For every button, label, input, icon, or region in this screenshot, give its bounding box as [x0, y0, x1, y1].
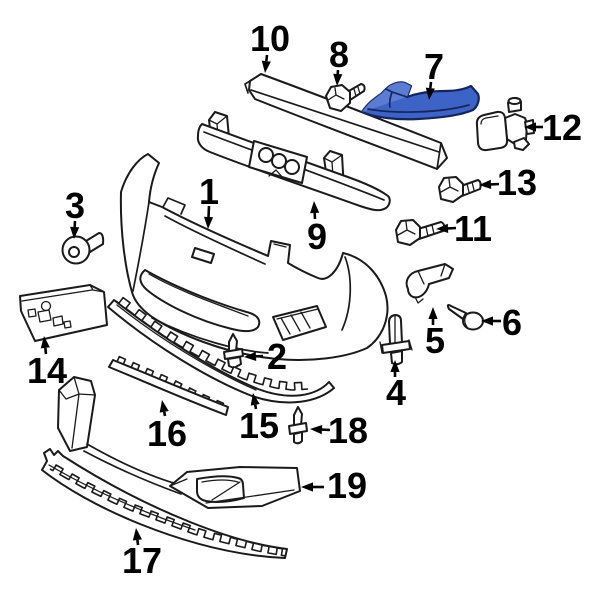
callout-arrow-head [310, 425, 323, 435]
part-6-pin-bolt[interactable] [446, 304, 484, 331]
callout-18[interactable]: 18 [310, 410, 368, 451]
part-number-label: 5 [425, 320, 445, 361]
callout-arrow-shaft [162, 411, 167, 417]
callout-arrow-head [428, 307, 438, 319]
part-15-molding[interactable] [107, 296, 335, 404]
callout-arrow-head [203, 216, 214, 229]
part-number-label: 15 [239, 405, 279, 446]
part-number-label: 1 [199, 171, 219, 212]
callout-arrow-shaft [136, 539, 140, 546]
callout-11[interactable]: 11 [436, 208, 492, 249]
callout-arrow-head [390, 360, 400, 372]
callout-arrow-head [425, 87, 435, 100]
part-3-bolt[interactable] [61, 232, 105, 265]
part-8-bolt[interactable] [325, 83, 366, 112]
callout-1[interactable]: 1 [199, 171, 219, 229]
callout-5[interactable]: 5 [425, 307, 445, 361]
part-number-label: 11 [454, 208, 492, 249]
callout-arrow-head [310, 201, 320, 214]
callout-16[interactable]: 16 [147, 400, 187, 454]
part-number-label: 13 [497, 162, 537, 203]
part-number-label: 10 [250, 18, 290, 59]
callout-arrow-head [481, 316, 493, 326]
callout-2[interactable]: 2 [244, 336, 287, 377]
callout-9[interactable]: 9 [307, 201, 327, 257]
part-number-label: 3 [65, 185, 85, 226]
callout-19[interactable]: 19 [301, 465, 367, 506]
part-number-label: 8 [329, 34, 349, 75]
callout-12[interactable]: 12 [524, 107, 582, 148]
part-19-fog-bezel[interactable] [169, 466, 301, 509]
callout-15[interactable]: 15 [239, 393, 279, 446]
part-number-label: 2 [267, 336, 287, 377]
callout-arrow-head [436, 223, 449, 233]
callout-arrow-head [524, 122, 536, 132]
callout-arrow-head [301, 482, 313, 492]
spoiler-end-cap[interactable] [57, 376, 185, 495]
part-14-license-bracket[interactable] [19, 284, 108, 342]
callout-arrow-shaft [265, 54, 269, 62]
callout-4[interactable]: 4 [386, 360, 406, 413]
part-number-label: 6 [502, 302, 522, 343]
part-number-label: 9 [307, 216, 327, 257]
part-number-label: 12 [542, 107, 582, 148]
callout-arrow-head [261, 60, 271, 73]
part-number-label: 19 [327, 465, 367, 506]
callout-arrow-shaft [253, 404, 258, 410]
callout-14[interactable]: 14 [27, 336, 67, 391]
part-number-label: 7 [424, 46, 444, 87]
part-4-stud[interactable] [379, 314, 413, 366]
callout-arrow-head [40, 336, 50, 349]
part-number-label: 17 [122, 540, 162, 581]
callout-arrow-shaft [429, 81, 433, 89]
part-13-bolt[interactable] [438, 176, 482, 203]
part-number-label: 16 [147, 413, 187, 454]
part-9-absorber[interactable] [196, 111, 391, 212]
callout-arrow-head [70, 226, 80, 239]
callout-8[interactable]: 8 [329, 34, 349, 86]
part-18-stud[interactable] [288, 406, 308, 445]
callout-arrow-head [244, 351, 257, 361]
part-17-air-spoiler[interactable] [41, 448, 288, 559]
part-10-impact-bar[interactable] [244, 73, 448, 170]
callout-7[interactable]: 7 [424, 46, 444, 100]
callout-6[interactable]: 6 [481, 302, 522, 343]
part-12-sensor[interactable] [475, 97, 535, 152]
callout-arrow-head [159, 400, 169, 413]
part-11-bolt[interactable] [395, 219, 446, 246]
callout-arrow-head [333, 73, 343, 86]
part-5-bracket[interactable] [405, 263, 454, 304]
callout-arrow-head [479, 179, 492, 189]
callout-17[interactable]: 17 [122, 528, 162, 581]
part-1-bumper-cover[interactable] [119, 153, 389, 361]
callout-3[interactable]: 3 [65, 185, 85, 239]
callout-10[interactable]: 10 [250, 18, 290, 73]
callout-arrow-head [132, 528, 142, 541]
part-number-label: 18 [328, 410, 368, 451]
callout-arrow-head [250, 393, 260, 406]
part-16-molding[interactable] [108, 355, 229, 416]
part-2-stud[interactable] [223, 333, 244, 369]
part-number-label: 14 [27, 350, 67, 391]
part-7-side-spacer-highlighted[interactable] [360, 81, 480, 121]
part-number-label: 4 [386, 372, 406, 413]
callout-13[interactable]: 13 [479, 162, 537, 203]
callout-arrow-shaft [44, 347, 48, 355]
